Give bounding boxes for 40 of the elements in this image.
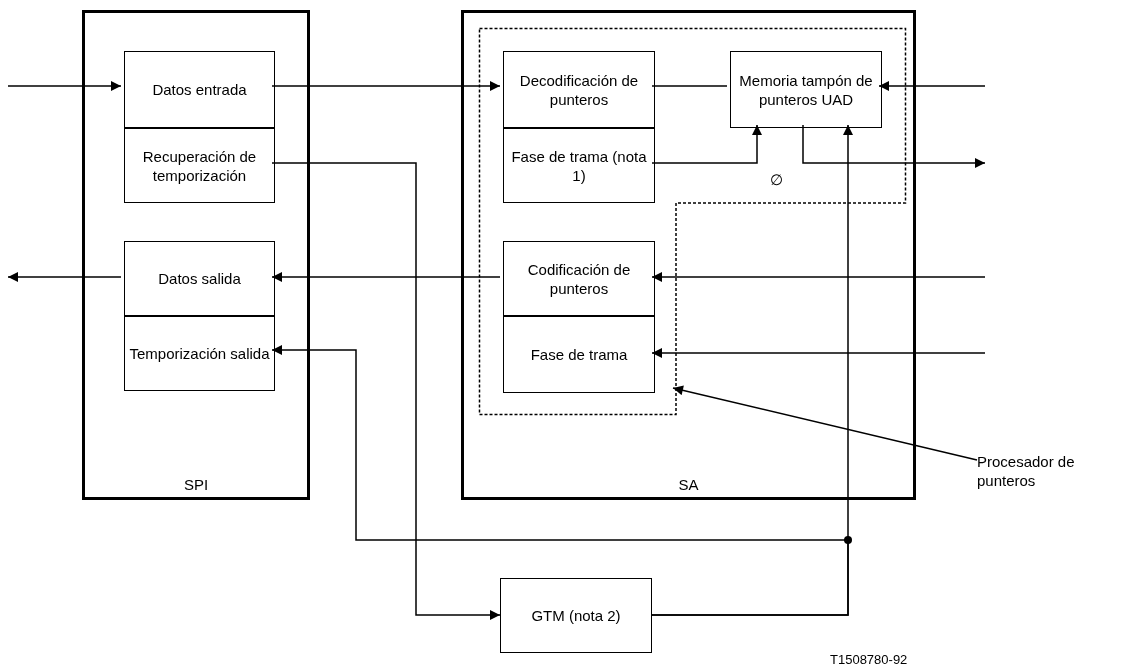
symbol-label: ∅ (770, 171, 783, 189)
function-box (730, 51, 882, 128)
arrow (651, 348, 986, 358)
function-box (500, 578, 652, 653)
function-box (124, 241, 275, 316)
arrow (7, 272, 122, 282)
box-label: Memoria tampón de punteros UAD (738, 70, 874, 109)
arrow (7, 81, 122, 91)
arrow (271, 162, 501, 620)
module-frame (82, 10, 310, 500)
function-box (503, 316, 655, 393)
arrow (271, 272, 501, 282)
box-label: Decodificación de punteros (518, 70, 640, 109)
module-title: SA (677, 476, 700, 493)
box-label: Temporización salida (129, 344, 270, 363)
function-box (503, 51, 655, 128)
box-label: Fase de trama (nota 1) (510, 146, 648, 185)
box-label: Datos entrada (152, 80, 247, 99)
box-label: Datos salida (158, 269, 241, 288)
arrow (878, 81, 986, 91)
function-box (124, 316, 275, 391)
box-label: Fase de trama (530, 345, 628, 364)
arrow (802, 124, 986, 168)
module-title: SPI (182, 476, 210, 493)
arrow (651, 124, 762, 164)
figure-id: T1508780-92 (830, 652, 908, 667)
function-box (124, 51, 275, 128)
function-box (503, 128, 655, 203)
box-label: GTM (nota 2) (531, 606, 621, 625)
leader-line (672, 385, 978, 461)
box-label: Recuperación de temporización (141, 146, 258, 185)
box-label: Codificación de punteros (526, 259, 632, 298)
arrow (271, 81, 501, 91)
arrow (271, 345, 849, 616)
dashed-region (479, 28, 906, 415)
arrow (651, 272, 986, 282)
module-frame (461, 10, 916, 500)
callout-text: Procesador de punteros (977, 452, 1127, 494)
function-box (124, 128, 275, 203)
function-box (503, 241, 655, 316)
